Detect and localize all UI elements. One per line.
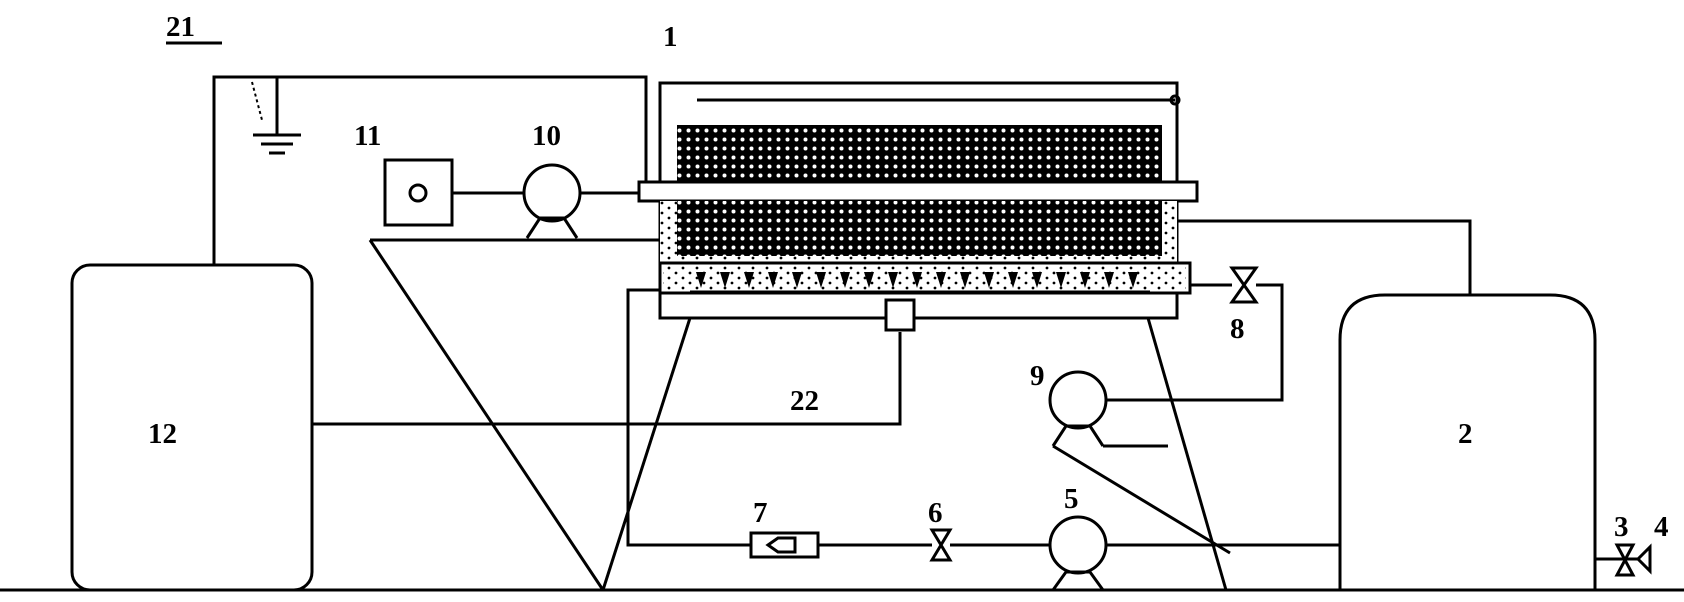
stand-leg-right — [1146, 317, 1228, 591]
pump-9 — [1048, 370, 1108, 430]
stand-brace-right — [1052, 444, 1231, 555]
label-4: 4 — [1654, 511, 1669, 543]
label-7: 7 — [753, 497, 768, 529]
nozzle — [1008, 272, 1018, 288]
label-5: 5 — [1064, 483, 1079, 515]
reactor-flange — [637, 180, 1199, 203]
power-wire-top — [212, 75, 648, 265]
stand-leg-left-inner — [601, 317, 692, 591]
filter-bed-upper — [677, 125, 1162, 182]
nozzle — [1128, 272, 1138, 288]
filter-bed-lower — [677, 201, 1162, 256]
nozzle — [912, 272, 922, 288]
pipe-reactor-flowmeter — [626, 288, 751, 547]
nozzle — [888, 272, 898, 288]
label-3: 3 — [1614, 511, 1629, 543]
label-22: 22 — [790, 385, 819, 417]
label-8: 8 — [1230, 313, 1245, 345]
nozzle — [792, 272, 802, 288]
nozzle — [840, 272, 850, 288]
nozzle — [744, 272, 754, 288]
nozzle — [1104, 272, 1114, 288]
nozzle — [936, 272, 946, 288]
label-11: 11 — [354, 120, 381, 152]
ground-leader — [251, 81, 263, 121]
nozzle-row — [696, 272, 1138, 288]
nozzle — [696, 272, 706, 288]
flowmeter-7-float — [765, 536, 797, 554]
valve-6 — [929, 528, 953, 562]
pump-5-base — [1051, 570, 1105, 591]
label-1: 1 — [663, 21, 678, 53]
stand-leg-left — [368, 239, 605, 591]
nozzle — [720, 272, 730, 288]
power-supply-box — [70, 263, 314, 592]
tank-2 — [1338, 293, 1597, 590]
nozzle — [1080, 272, 1090, 288]
nozzle — [960, 272, 970, 288]
outlet-4 — [1635, 543, 1652, 575]
pump-10 — [522, 163, 582, 223]
pipe-reactor-tank — [1177, 219, 1472, 295]
gas-source-port — [408, 183, 428, 203]
gas-source-box — [383, 158, 454, 227]
nozzle — [1032, 272, 1042, 288]
pump-9-base — [1051, 424, 1105, 447]
nozzle — [768, 272, 778, 288]
reactor-rod-end — [1169, 94, 1181, 106]
label-12: 12 — [148, 418, 177, 450]
pump-10-base — [525, 216, 579, 239]
pipe-valve8-pump9 — [1106, 283, 1284, 402]
valve-8 — [1229, 266, 1259, 304]
electrode-22-box — [884, 298, 916, 332]
power-wire-electrode — [312, 332, 902, 426]
label-21: 21 — [166, 11, 195, 43]
nozzle — [1056, 272, 1066, 288]
nozzle — [864, 272, 874, 288]
label-6: 6 — [928, 497, 943, 529]
pump-5 — [1048, 515, 1108, 575]
label-10: 10 — [532, 120, 561, 152]
label-2: 2 — [1458, 418, 1473, 450]
label-9: 9 — [1030, 360, 1045, 392]
nozzle — [984, 272, 994, 288]
valve-3 — [1614, 543, 1636, 577]
nozzle — [816, 272, 826, 288]
